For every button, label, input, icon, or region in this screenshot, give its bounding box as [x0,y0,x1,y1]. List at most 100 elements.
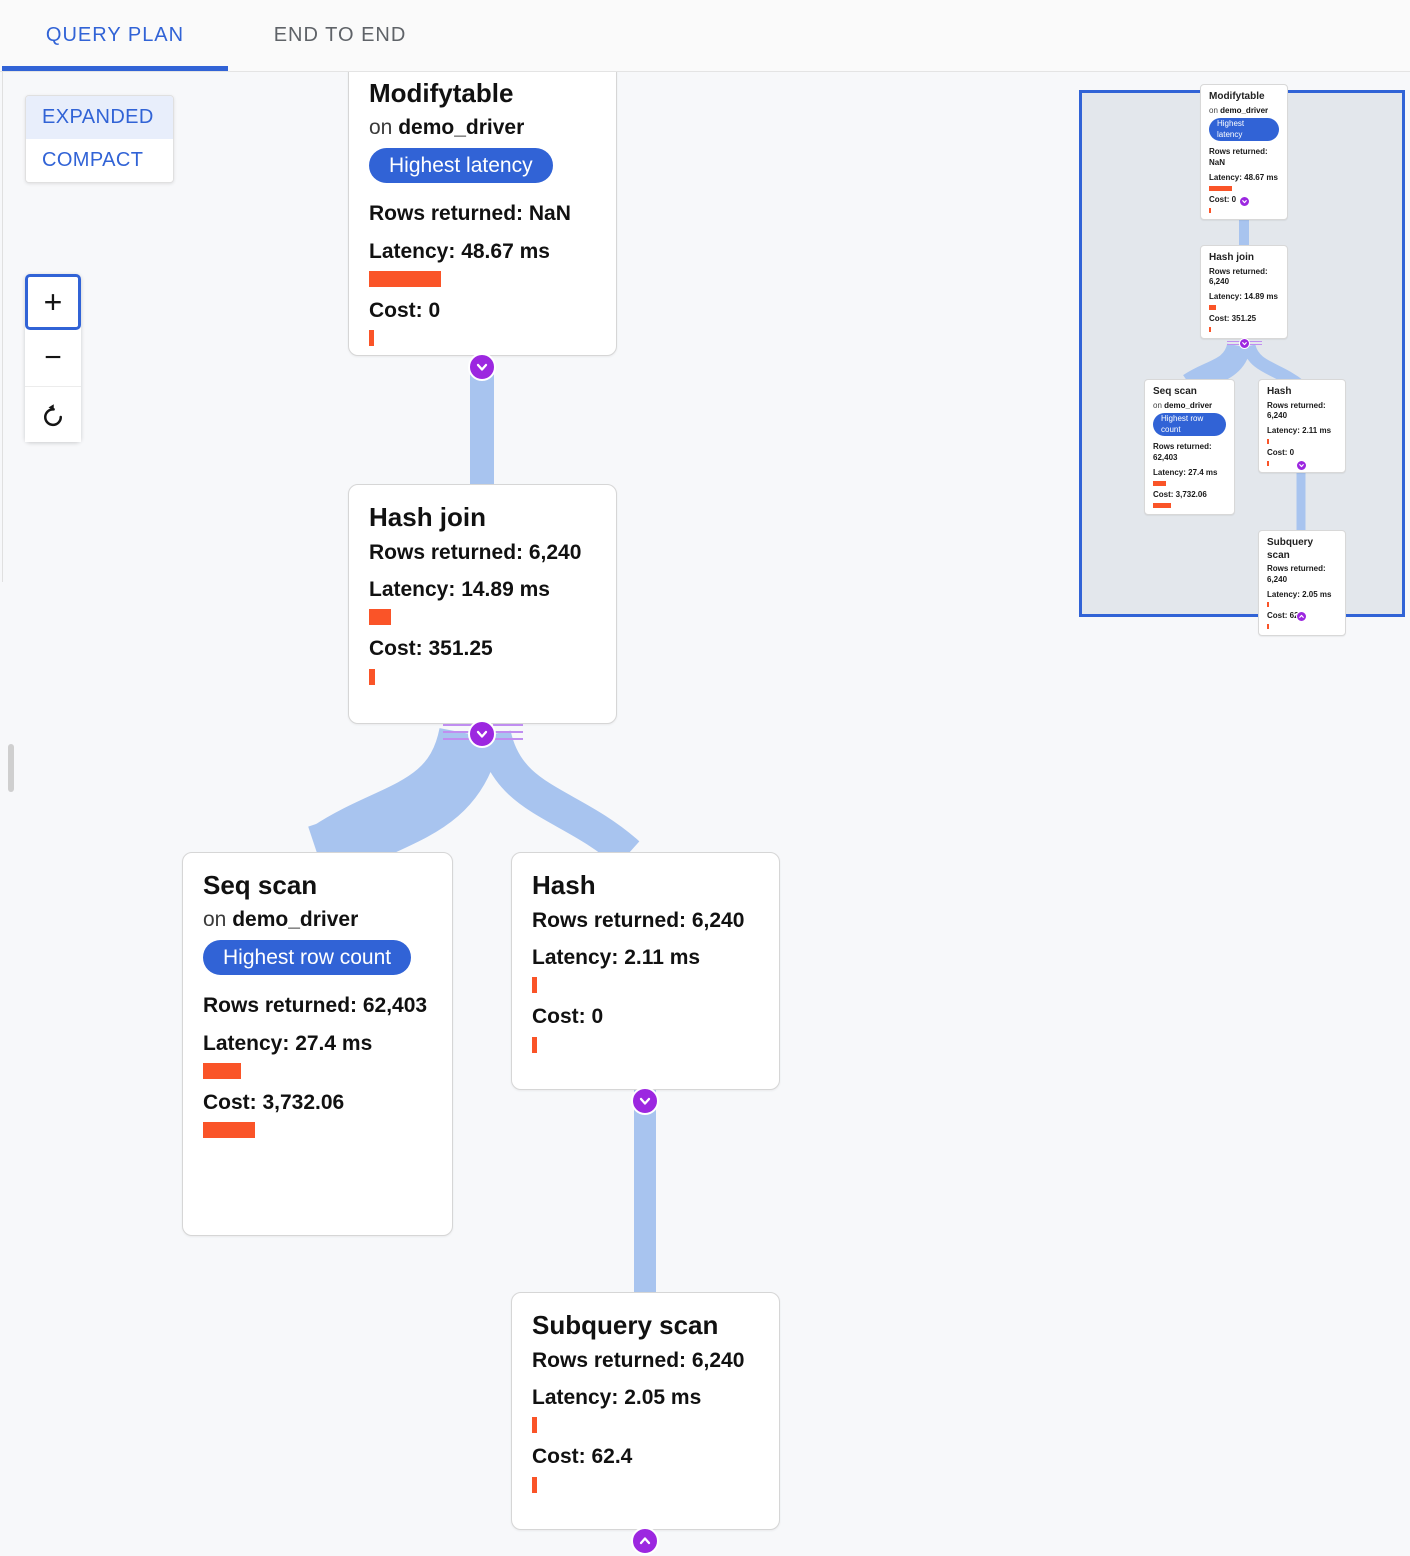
toggle-hash-children[interactable] [631,1087,659,1115]
latency-bar [369,270,441,287]
cost-bar [1209,207,1211,213]
chevron-down-icon [1299,464,1304,468]
node-latency: Latency: 14.89 ms [369,578,550,602]
toggle-subquery-scan-collapse[interactable] [631,1527,659,1555]
node-relation: on demo_driver [369,115,596,140]
node-relation-prefix: on [369,115,393,139]
zoom-out-button[interactable]: − [25,330,81,386]
node-latency: Latency: 48.67 ms [1209,173,1278,183]
cost-bar [532,1476,537,1493]
node-latency: Latency: 2.11 ms [1267,426,1332,436]
node-title: Seq scan [1153,386,1197,397]
cost-bar [1209,326,1211,332]
node-rows-returned: Rows returned: NaN [1209,147,1268,168]
latency-bar [203,1062,241,1079]
node-latency: Latency: 48.67 ms [369,239,550,263]
plan-node-subquery-scan[interactable]: Subquery scan Rows returned: 6,240 Laten… [511,1292,780,1530]
cost-bar [1153,502,1171,508]
node-rows-returned: Rows returned: 6,240 [532,908,745,932]
node-title: Hash join [1209,252,1255,263]
node-relation: on demo_driver [1153,401,1226,411]
zoom-in-button[interactable]: + [25,274,81,330]
panel-divider [2,72,3,582]
node-rows-returned: Rows returned: NaN [369,202,571,226]
toggle-hash-join-children[interactable] [468,720,496,748]
node-cost: Cost: 0 [1267,447,1295,457]
node-cost: Cost: 3,732.06 [1153,489,1207,499]
plan-node-hash-join[interactable]: Hash join Rows returned: 6,240 Latency: … [348,484,617,724]
multi-child-connector-right [493,724,523,745]
node-cost: Cost: 351.25 [369,637,493,661]
node-relation-name: demo_driver [1220,105,1269,115]
node-relation-name: demo_driver [398,115,525,139]
plan-node-hash[interactable]: Hash Rows returned: 6,240 Latency: 2.11 … [511,852,780,1090]
chevron-down-icon [1242,342,1247,346]
plan-node-seq-scan[interactable]: Seq scan on demo_driver Highest row coun… [182,852,453,1236]
chevron-up-icon [639,1537,651,1545]
node-rows-returned: Rows returned: 6,240 [532,1348,745,1372]
cost-bar [369,668,375,685]
view-mode-compact[interactable]: COMPACT [26,139,173,182]
minimap-multi-connector-left [1227,341,1240,347]
node-title: Modifytable [1209,91,1265,102]
tab-bar: QUERY PLAN END TO END [0,0,1410,72]
chevron-down-icon [476,730,488,738]
minimap-multi-connector-right [1249,341,1262,347]
tab-query-plan[interactable]: QUERY PLAN [45,24,185,46]
panel-resize-handle[interactable] [8,744,14,792]
node-rows-returned: Rows returned: 62,403 [1153,442,1212,463]
node-relation-prefix: on [1209,105,1218,115]
node-cost: Cost: 351.25 [1209,313,1257,323]
node-relation-name: demo_driver [1164,400,1213,410]
node-badge: Highest row count [1153,412,1226,437]
node-title: Seq scan [203,870,318,900]
node-cost: Cost: 0 [1209,194,1237,204]
zoom-controls[interactable]: + − [25,274,81,442]
view-mode-expanded[interactable]: EXPANDED [26,96,173,139]
cost-bar [203,1122,255,1139]
chevron-down-icon [1242,200,1247,204]
plan-minimap[interactable]: Modifytable on demo_driver Highest laten… [1079,84,1405,637]
node-title: Subquery scan [532,1310,719,1340]
cost-bar [1267,624,1269,630]
minimap-toggle-modifytable[interactable] [1239,196,1250,207]
latency-bar [1153,480,1166,486]
view-mode-toggle[interactable]: EXPANDED COMPACT [25,95,174,183]
chevron-down-icon [476,363,488,371]
minimap-node-hash-join[interactable]: Hash join Rows returned: 6,240 Latency: … [1200,245,1288,339]
minimap-toggle-subquery-scan[interactable] [1296,611,1307,622]
node-title: Hash [532,870,596,900]
minimap-node-hash[interactable]: Hash Rows returned: 6,240 Latency: 2.11 … [1258,379,1346,473]
tab-end-to-end[interactable]: END TO END [273,24,407,46]
node-relation: on demo_driver [203,907,432,932]
node-latency: Latency: 2.11 ms [532,946,701,970]
cost-bar [1267,460,1269,466]
node-rows-returned: Rows returned: 62,403 [203,994,428,1018]
node-cost: Cost: 62.4 [1267,611,1306,621]
plan-node-modifytable[interactable]: Modifytable on demo_driver Highest laten… [348,72,617,356]
node-badge: Highest latency [1209,117,1279,142]
latency-bar [1267,438,1269,444]
node-title: Subquery scan [1267,537,1314,561]
minimap-node-seq-scan[interactable]: Seq scan on demo_driver Highest row coun… [1144,379,1235,515]
reset-icon [44,403,63,426]
node-relation-prefix: on [203,907,227,931]
node-rows-returned: Rows returned: 6,240 [1209,266,1268,287]
latency-bar [532,977,537,994]
node-rows-returned: Rows returned: 6,240 [369,540,582,564]
plus-icon: + [43,284,63,320]
node-rows-returned: Rows returned: 6,240 [1267,400,1326,421]
latency-bar [369,609,391,626]
minimap-viewport: Modifytable on demo_driver Highest laten… [1082,84,1402,637]
minimap-toggle-hash[interactable] [1296,460,1307,471]
node-cost: Cost: 0 [369,298,441,322]
minimap-toggle-hash-join[interactable] [1239,338,1250,349]
chevron-up-icon [1299,614,1304,618]
node-cost: Cost: 3,732.06 [203,1090,345,1114]
toggle-modifytable-children[interactable] [468,353,496,381]
zoom-reset-button[interactable] [25,386,81,442]
latency-bar [532,1417,537,1434]
plan-canvas[interactable]: Modifytable on demo_driver Highest laten… [0,72,1410,1556]
node-latency: Latency: 2.05 ms [532,1386,702,1410]
